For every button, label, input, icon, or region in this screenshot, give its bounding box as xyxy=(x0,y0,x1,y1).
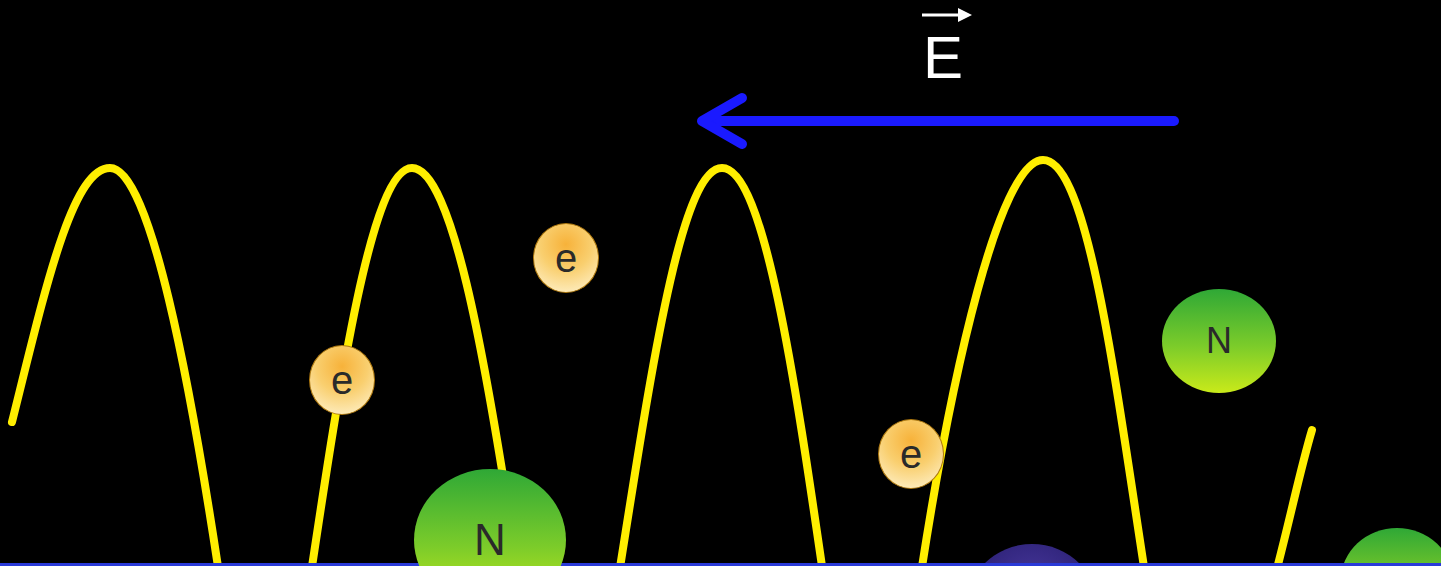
base-line xyxy=(0,563,1441,566)
electron-label: e xyxy=(555,238,577,278)
electron-circle: e xyxy=(878,419,944,489)
electron-label: e xyxy=(331,360,353,400)
nucleus-partial xyxy=(1341,528,1441,566)
nucleus-label: N xyxy=(1206,323,1232,359)
potential-curve xyxy=(12,160,1312,566)
field-arrow xyxy=(702,98,1174,144)
electron-circle: e xyxy=(309,345,375,415)
nucleus-circle: N xyxy=(414,469,566,566)
nucleus-label: N xyxy=(474,518,506,562)
electron-circle: e xyxy=(533,223,599,293)
field-label: E xyxy=(923,28,963,88)
nucleus-circle: N xyxy=(1162,289,1276,393)
vector-arrow xyxy=(922,8,972,22)
electron-label: e xyxy=(900,434,922,474)
ion-core xyxy=(964,544,1100,566)
